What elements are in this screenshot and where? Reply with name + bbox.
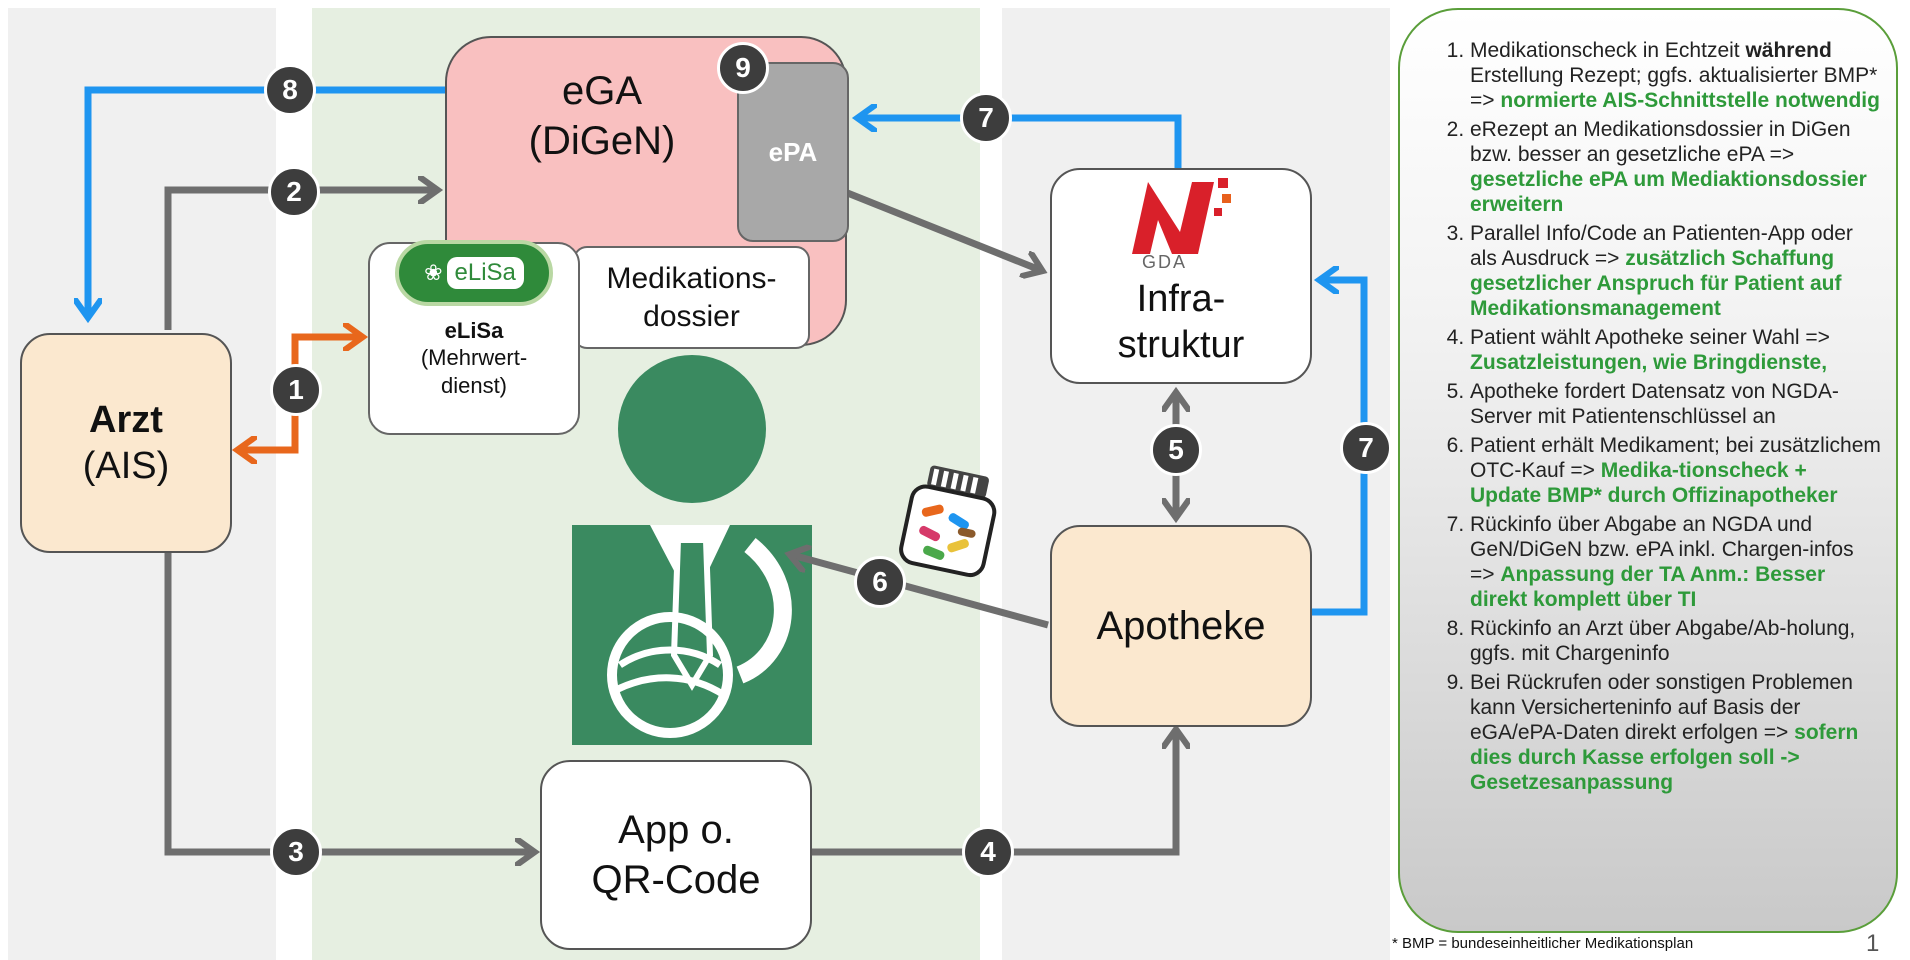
arzt-subtitle: (AIS) xyxy=(82,445,170,487)
app-line1: App o. xyxy=(618,808,734,852)
epa-label: ePA xyxy=(768,136,818,167)
apotheke-box: Apotheke xyxy=(1050,525,1312,727)
medicine-bottle-icon xyxy=(899,465,997,578)
infrastruktur-box: GDA Infra- struktur xyxy=(1050,168,1312,384)
ega-title: eGA (DiGeN) xyxy=(447,66,757,166)
note-item-6: Patient erhält Medikament; bei zusätzlic… xyxy=(1470,433,1882,508)
arzt-box: Arzt (AIS) xyxy=(20,333,232,553)
app-line2: QR-Code xyxy=(591,858,761,902)
elisa-leaf-icon: ❀ xyxy=(424,260,443,285)
epa-box: ePA xyxy=(737,62,849,242)
step-badge-2: 2 xyxy=(268,166,320,218)
notes-panel: Medikationscheck in Echtzeit während Ers… xyxy=(1398,8,1898,933)
arrow-3 xyxy=(164,538,532,852)
step-badge-8: 8 xyxy=(264,64,316,116)
arrow-8 xyxy=(88,86,445,315)
ngda-logo: GDA xyxy=(1122,174,1240,272)
note-item-5: Apotheke fordert Datensatz von NGDA-Serv… xyxy=(1470,379,1882,429)
infrastruktur-line2: struktur xyxy=(1117,324,1245,366)
note-item-2: eRezept an Medikationsdossier in DiGen b… xyxy=(1470,117,1882,217)
ngda-n-icon xyxy=(1132,178,1231,254)
elisa-box: ❀ eLiSa eLiSa (Mehrwert- dienst) xyxy=(368,240,580,435)
elisa-logo: ❀ eLiSa xyxy=(395,240,553,306)
page-number: 1 xyxy=(1866,930,1880,957)
note-item-4: Patient wählt Apotheke seiner Wahl => Zu… xyxy=(1470,325,1882,375)
arrow-6 xyxy=(792,555,1049,629)
elisa-logo-text: eLiSa xyxy=(446,257,524,289)
note-item-9: Bei Rückrufen oder sonstigen Problemen k… xyxy=(1470,670,1882,795)
medikationsdossier-box: Medikations- dossier xyxy=(573,246,810,349)
arrow-2 xyxy=(164,190,435,330)
note-item-1: Medikationscheck in Echtzeit während Ers… xyxy=(1470,38,1882,113)
ega-title-line2: (DiGeN) xyxy=(528,119,676,163)
arrow-epa-infra xyxy=(843,188,1040,270)
apotheke-label: Apotheke xyxy=(1096,603,1266,648)
arrow-7-top xyxy=(860,118,1182,170)
medikationsdossier-line1: Medikations- xyxy=(606,261,777,295)
medikationsdossier-line2: dossier xyxy=(643,299,740,333)
ngda-logo-text: GDA xyxy=(1142,252,1188,272)
step-badge-9: 9 xyxy=(717,42,769,94)
right-background-panel xyxy=(1002,8,1390,960)
app-qr-box: App o. QR-Code xyxy=(540,760,812,950)
infrastruktur-line1: Infra- xyxy=(1136,278,1226,320)
arzt-title: Arzt xyxy=(89,399,163,441)
note-item-7: Rückinfo über Abgabe an NGDA und GeN/DiG… xyxy=(1470,512,1882,612)
note-item-8: Rückinfo an Arzt über Abgabe/Ab-holung, … xyxy=(1470,616,1882,666)
step-badge-4: 4 xyxy=(962,826,1014,878)
elisa-title: eLiSa xyxy=(444,318,504,343)
step-badge-1: 1 xyxy=(270,364,322,416)
elisa-line1: (Mehrwert- xyxy=(420,345,528,370)
step-badge-3: 3 xyxy=(270,826,322,878)
arrow-4 xyxy=(812,732,1176,856)
ega-title-line1: eGA xyxy=(561,69,643,113)
elisa-line2: dienst) xyxy=(440,373,508,398)
patient-person-icon xyxy=(572,355,812,745)
notes-list: Medikationscheck in Echtzeit während Ers… xyxy=(1400,10,1896,795)
step-badge-7-top: 7 xyxy=(960,92,1012,144)
step-badge-6: 6 xyxy=(854,556,906,608)
step-badge-5: 5 xyxy=(1150,424,1202,476)
bmp-footnote: * BMP = bundeseinheitlicher Medikationsp… xyxy=(1392,935,1694,952)
note-item-3: Parallel Info/Code an Patienten-App oder… xyxy=(1470,221,1882,321)
step-badge-7-right: 7 xyxy=(1340,422,1392,474)
